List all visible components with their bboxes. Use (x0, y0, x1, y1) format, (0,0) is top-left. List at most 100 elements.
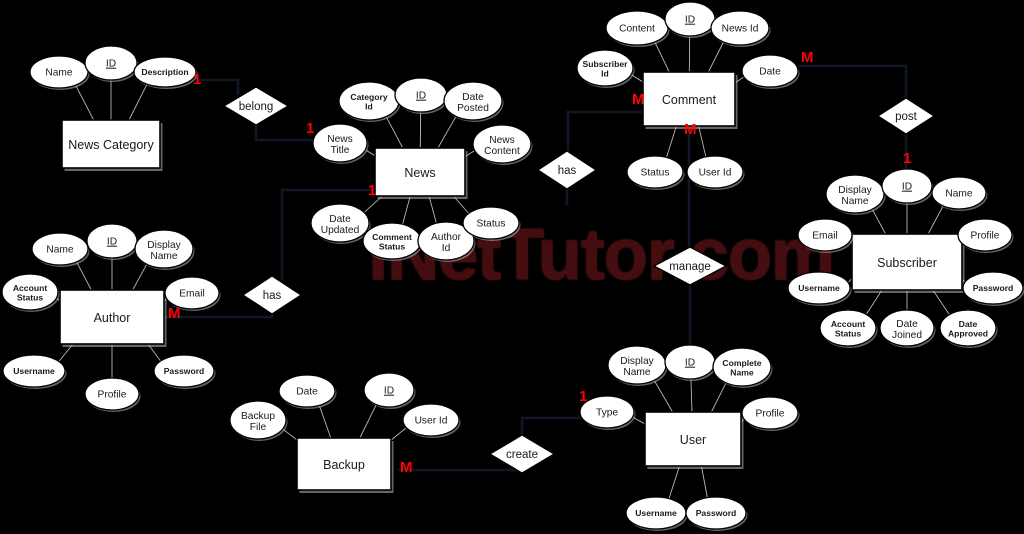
relationship-post[interactable]: post (876, 97, 936, 135)
relationship-manage[interactable]: manage (652, 246, 728, 286)
entity-box[interactable] (61, 119, 161, 169)
entity-box[interactable] (374, 147, 466, 197)
relationship-diamond[interactable] (241, 275, 303, 315)
attribute-ellipse[interactable] (310, 203, 370, 243)
entity-box[interactable] (644, 411, 742, 467)
attribute-ellipse[interactable] (472, 124, 532, 164)
attribute-c_news_id[interactable]: News Id (710, 10, 771, 47)
attribute-u_id[interactable]: ID (664, 344, 717, 381)
attribute-c_user_id[interactable]: User Id (686, 155, 745, 190)
attribute-c_id[interactable]: ID (664, 1, 717, 38)
attribute-ellipse[interactable] (402, 403, 460, 437)
attribute-s_name[interactable]: Name (931, 176, 988, 211)
entity-news[interactable]: News (374, 147, 468, 199)
entity-comment[interactable]: Comment (642, 71, 738, 129)
attribute-ellipse[interactable] (686, 155, 744, 189)
attribute-ellipse[interactable] (931, 176, 987, 210)
attribute-u_type[interactable]: Type (579, 395, 636, 430)
attribute-ellipse[interactable] (881, 168, 933, 204)
attribute-a_name[interactable]: Name (31, 232, 90, 267)
relationship-diamond[interactable] (222, 86, 290, 126)
attribute-ellipse[interactable] (1, 273, 59, 311)
attribute-s_username[interactable]: Username (787, 271, 852, 306)
attribute-b_date[interactable]: Date (278, 374, 337, 409)
attribute-ellipse[interactable] (363, 372, 415, 408)
entity-subscriber[interactable]: Subscriber (851, 233, 965, 293)
attribute-n_id[interactable]: ID (394, 77, 449, 114)
attribute-u_username[interactable]: Username (625, 496, 688, 531)
attribute-ellipse[interactable] (710, 10, 770, 46)
entity-box[interactable] (296, 437, 392, 491)
attribute-ellipse[interactable] (579, 395, 635, 429)
relationship-diamond[interactable] (536, 150, 598, 190)
attribute-a_username[interactable]: Username (2, 354, 67, 389)
attribute-b_user_id[interactable]: User Id (402, 403, 461, 438)
relationship-has_news[interactable]: has (536, 150, 598, 190)
attribute-ellipse[interactable] (819, 309, 877, 347)
relationship-diamond[interactable] (652, 246, 728, 286)
attribute-c_content[interactable]: Content (605, 10, 670, 47)
relationship-belong[interactable]: belong (222, 86, 290, 126)
attribute-s_id[interactable]: ID (881, 168, 934, 205)
attribute-ellipse[interactable] (787, 271, 851, 305)
relationship-has_auth[interactable]: has (241, 275, 303, 315)
entity-backup[interactable]: Backup (296, 437, 394, 493)
attribute-ellipse[interactable] (462, 206, 520, 240)
attribute-c_date[interactable]: Date (741, 54, 800, 89)
attribute-ellipse[interactable] (2, 354, 66, 388)
attribute-ellipse[interactable] (825, 174, 885, 214)
attribute-nc_description[interactable]: Description (133, 56, 198, 89)
attribute-ellipse[interactable] (84, 45, 138, 81)
attribute-s_password[interactable]: Password (962, 271, 1024, 306)
attribute-ellipse[interactable] (939, 309, 997, 347)
attribute-a_profile[interactable]: Profile (84, 377, 141, 412)
attribute-ellipse[interactable] (134, 229, 194, 269)
attribute-ellipse[interactable] (962, 271, 1024, 305)
attribute-n_status[interactable]: Status (462, 206, 521, 241)
attribute-ellipse[interactable] (879, 309, 935, 347)
relationship-create[interactable]: create (488, 434, 556, 474)
attribute-s_email[interactable]: Email (797, 218, 854, 253)
entity-news_category[interactable]: News Category (61, 119, 163, 171)
attribute-a_password[interactable]: Password (153, 354, 216, 389)
attribute-ellipse[interactable] (164, 276, 220, 310)
attribute-ellipse[interactable] (31, 232, 89, 266)
attribute-ellipse[interactable] (741, 396, 799, 430)
entity-box[interactable] (642, 71, 736, 127)
entity-box[interactable] (59, 289, 165, 345)
entity-user[interactable]: User (644, 411, 744, 469)
relationship-diamond[interactable] (488, 434, 556, 474)
attribute-u_profile[interactable]: Profile (741, 396, 800, 431)
attribute-nc_id[interactable]: ID (84, 45, 139, 82)
attribute-u_password[interactable]: Password (685, 496, 748, 531)
attribute-ellipse[interactable] (417, 221, 475, 261)
attribute-ellipse[interactable] (133, 56, 197, 88)
attribute-a_id[interactable]: ID (86, 223, 139, 260)
attribute-ellipse[interactable] (576, 49, 634, 87)
attribute-c_status[interactable]: Status (626, 155, 685, 190)
attribute-ellipse[interactable] (312, 123, 368, 163)
attribute-ellipse[interactable] (153, 354, 215, 388)
attribute-a_email[interactable]: Email (164, 276, 221, 311)
entity-author[interactable]: Author (59, 289, 167, 347)
attribute-nc_name[interactable]: Name (29, 55, 90, 90)
attribute-b_id[interactable]: ID (363, 372, 416, 409)
entity-box[interactable] (851, 233, 963, 291)
attribute-ellipse[interactable] (443, 81, 503, 121)
attribute-ellipse[interactable] (957, 218, 1013, 252)
